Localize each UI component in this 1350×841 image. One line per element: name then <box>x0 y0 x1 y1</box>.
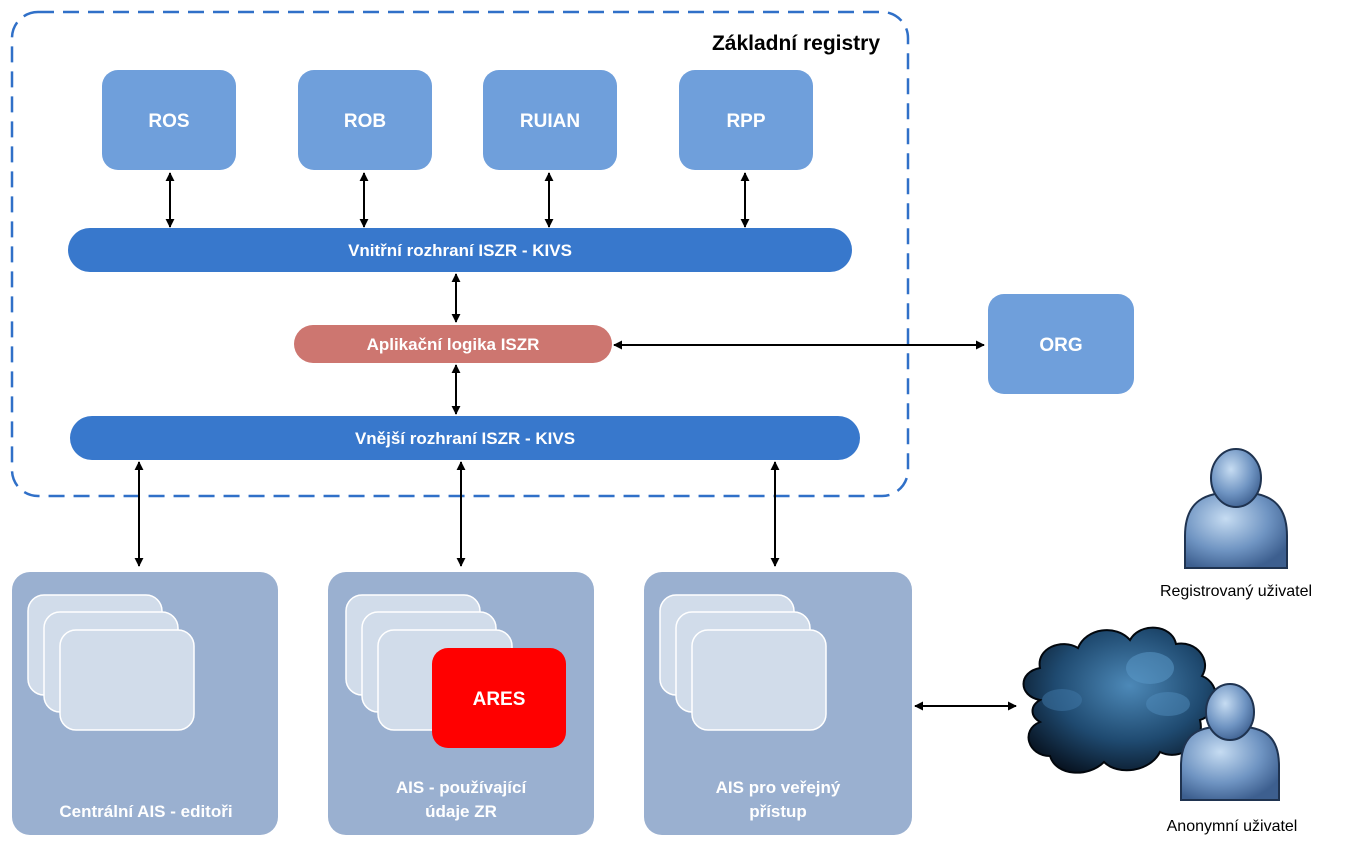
system-panel-public: AIS pro veřejný přístup <box>644 572 912 835</box>
registry-ruian-label: RUIAN <box>520 111 580 132</box>
registry-rob: ROB <box>298 70 432 170</box>
registered-user-label: Registrovaný uživatel <box>1160 583 1312 600</box>
system-using-label-line2: údaje ZR <box>425 802 497 821</box>
anonymous-user-icon <box>1180 683 1280 801</box>
internet-cloud-icon <box>1022 626 1217 774</box>
registry-rob-label: ROB <box>344 111 386 132</box>
region-title: Základní registry <box>712 32 880 55</box>
system-public-label-line2: přístup <box>749 802 807 821</box>
app-logic-label: Aplikační logika ISZR <box>367 335 540 354</box>
registry-ros-label: ROS <box>148 111 189 132</box>
registered-user-icon <box>1184 448 1288 569</box>
inner-interface-label: Vnitřní rozhraní ISZR - KIVS <box>348 241 572 260</box>
system-using-label-line1: AIS - používající <box>396 778 528 797</box>
registry-rpp-label: RPP <box>726 111 765 132</box>
stack-card <box>691 629 827 731</box>
anonymous-user-label: Anonymní uživatel <box>1167 818 1298 835</box>
registry-ruian: RUIAN <box>483 70 617 170</box>
inner-interface-bar: Vnitřní rozhraní ISZR - KIVS <box>68 228 852 272</box>
app-logic-pill: Aplikační logika ISZR <box>294 325 612 363</box>
registry-rpp: RPP <box>679 70 813 170</box>
org-box: ORG <box>988 294 1134 394</box>
org-label: ORG <box>1039 335 1082 356</box>
stack-card <box>59 629 195 731</box>
system-public-label-line1: AIS pro veřejný <box>716 778 841 797</box>
ares-box: ARES <box>432 648 566 748</box>
system-central-label: Centrální AIS - editoři <box>59 802 232 821</box>
registry-ros: ROS <box>102 70 236 170</box>
ares-label: ARES <box>473 689 526 710</box>
outer-interface-bar: Vnější rozhraní ISZR - KIVS <box>70 416 860 460</box>
system-panel-central: Centrální AIS - editoři <box>12 572 278 835</box>
outer-interface-label: Vnější rozhraní ISZR - KIVS <box>355 429 575 448</box>
system-panel-using: ARES AIS - používající údaje ZR <box>328 572 594 835</box>
